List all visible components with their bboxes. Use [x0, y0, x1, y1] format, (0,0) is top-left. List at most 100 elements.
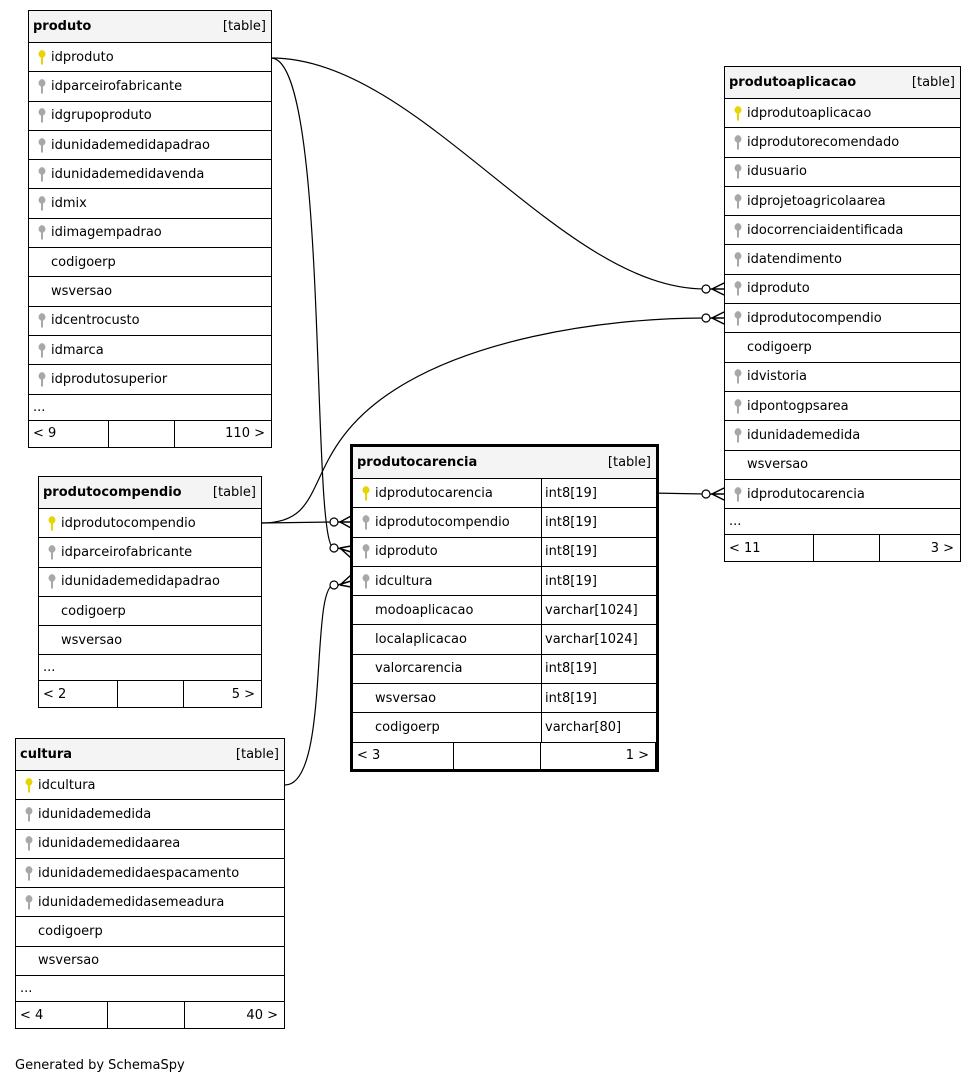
crowsfoot-marker	[701, 311, 725, 325]
column-type: varchar[80]	[541, 713, 650, 742]
children-count[interactable]: 1 >	[541, 742, 656, 769]
column-name: idprodutorecomendado	[747, 134, 900, 150]
relationship-produtocompendio-produtoaplicacao	[261, 317, 706, 524]
column-row[interactable]: idunidademedida	[725, 421, 960, 451]
column-row[interactable]: wsversao	[16, 947, 284, 977]
children-count[interactable]: 40 >	[246, 1007, 278, 1023]
column-row[interactable]: idunidademedidasemeadura	[16, 888, 284, 918]
parents-count[interactable]: < 4	[16, 1002, 108, 1029]
column-row[interactable]: idocorrenciaidentificada	[725, 216, 960, 246]
column-row[interactable]: idmix	[29, 189, 271, 219]
column-row[interactable]: idvistoria	[725, 363, 960, 392]
column-row[interactable]: codigoerp	[39, 597, 261, 627]
column-row[interactable]: idunidademedida	[16, 800, 284, 830]
column-row[interactable]: wsversao	[39, 626, 261, 656]
table-header: produtoaplicacao [table]	[725, 67, 960, 99]
column-row[interactable]: idprodutoaplicacao	[725, 99, 960, 129]
column-row[interactable]: idcentrocusto	[29, 307, 271, 336]
column-type: int8[19]	[541, 508, 650, 537]
table-name[interactable]: produtocompendio	[43, 485, 182, 500]
column-name: idmarca	[51, 342, 104, 358]
parents-count[interactable]: < 11	[725, 535, 814, 562]
column-row[interactable]: idgrupoproduto	[29, 102, 271, 131]
crowsfoot-marker	[329, 543, 352, 559]
foreign-key-icon	[729, 193, 747, 209]
table-produtoaplicacao[interactable]: produtoaplicacao [table] idprodutoaplica…	[724, 66, 961, 563]
column-row[interactable]: idprodutosuperior	[29, 365, 271, 395]
column-row[interactable]: idmarca	[29, 336, 271, 366]
column-row[interactable]: idunidademedidaarea	[16, 830, 284, 859]
table-produtocompendio[interactable]: produtocompendio [table] idprodutocompen…	[38, 476, 262, 709]
table-produto[interactable]: produto [table] idproduto idparceirofabri…	[28, 10, 272, 448]
column-name: idparceirofabricante	[61, 544, 193, 560]
column-row[interactable]: idunidademedidapadrao	[29, 131, 271, 161]
children-count[interactable]: 5 >	[231, 686, 255, 702]
crowsfoot-marker	[701, 487, 725, 501]
column-name: idprodutocompendio	[61, 515, 196, 531]
table-header: produto [table]	[29, 11, 271, 43]
column-row[interactable]: idunidademedidaespacamento	[16, 859, 284, 889]
column-name: idproduto	[51, 49, 114, 65]
relationship-produtocarencia-produtoaplicacao	[649, 492, 706, 495]
footer-spacer	[454, 742, 541, 769]
column-row[interactable]: codigoerp	[16, 917, 284, 947]
column-row[interactable]: idprodutocompendio	[39, 509, 261, 539]
foreign-key-icon	[729, 428, 747, 443]
table-name[interactable]: produtocarencia	[357, 455, 478, 470]
column-row[interactable]: wsversao	[29, 277, 271, 307]
table-name[interactable]: produto	[33, 19, 92, 34]
column-row[interactable]: idimagempadrao	[29, 219, 271, 249]
table-produtocarencia[interactable]: produtocarencia [table] idprodutocarenci…	[350, 444, 659, 772]
parents-count[interactable]: < 3	[353, 742, 454, 769]
table-header: produtocompendio [table]	[39, 477, 261, 509]
foreign-key-icon	[43, 574, 61, 589]
column-row[interactable]: idprodutocarencia	[725, 480, 960, 510]
column-name: idunidademedidapadrao	[51, 137, 210, 153]
column-row[interactable]: idatendimento	[725, 245, 960, 275]
foreign-key-icon	[357, 573, 375, 589]
column-row[interactable]: idunidademedidavenda	[29, 160, 271, 190]
parents-count[interactable]: < 2	[39, 681, 118, 708]
column-row[interactable]: idparceirofabricante	[39, 538, 261, 568]
foreign-key-icon	[33, 342, 51, 358]
more-columns: ...	[29, 395, 271, 421]
children-count[interactable]: 110 >	[225, 426, 265, 442]
relationship-produto-produtoaplicacao	[270, 57, 706, 290]
column-row[interactable]: idpontogpsarea	[725, 392, 960, 422]
table-name[interactable]: produtoaplicacao	[729, 75, 857, 90]
column-row[interactable]: idusuario	[725, 158, 960, 187]
column-name: codigoerp	[61, 603, 126, 619]
column-row[interactable]: idprodutocompendio	[725, 304, 960, 334]
column-row[interactable]: codigoerp	[29, 248, 271, 278]
column-row[interactable]: idcultura	[16, 771, 284, 801]
column-row[interactable]: idunidademedidapadrao	[39, 568, 261, 597]
column-name: idusuario	[747, 164, 807, 180]
column-row[interactable]: idparceirofabricante	[29, 72, 271, 102]
foreign-key-icon	[729, 398, 747, 414]
table-type-tag: [table]	[222, 19, 266, 34]
primary-key-icon	[357, 485, 375, 501]
column-row[interactable]: idproduto	[29, 43, 271, 73]
column-row[interactable]: codigoerp	[725, 333, 960, 363]
primary-key-icon	[20, 777, 38, 793]
column-row[interactable]: idprodutorecomendado	[725, 128, 960, 158]
parents-count[interactable]: < 9	[29, 420, 109, 447]
table-name[interactable]: cultura	[20, 747, 73, 762]
column-name: localaplicacao	[375, 632, 467, 648]
children-count[interactable]: 3 >	[930, 540, 954, 556]
column-row[interactable]: idproduto	[725, 275, 960, 305]
column-row[interactable]: wsversao	[725, 451, 960, 480]
column-row[interactable]: idprojetoagricolaarea	[725, 187, 960, 217]
column-name: idocorrenciaidentificada	[747, 222, 904, 238]
